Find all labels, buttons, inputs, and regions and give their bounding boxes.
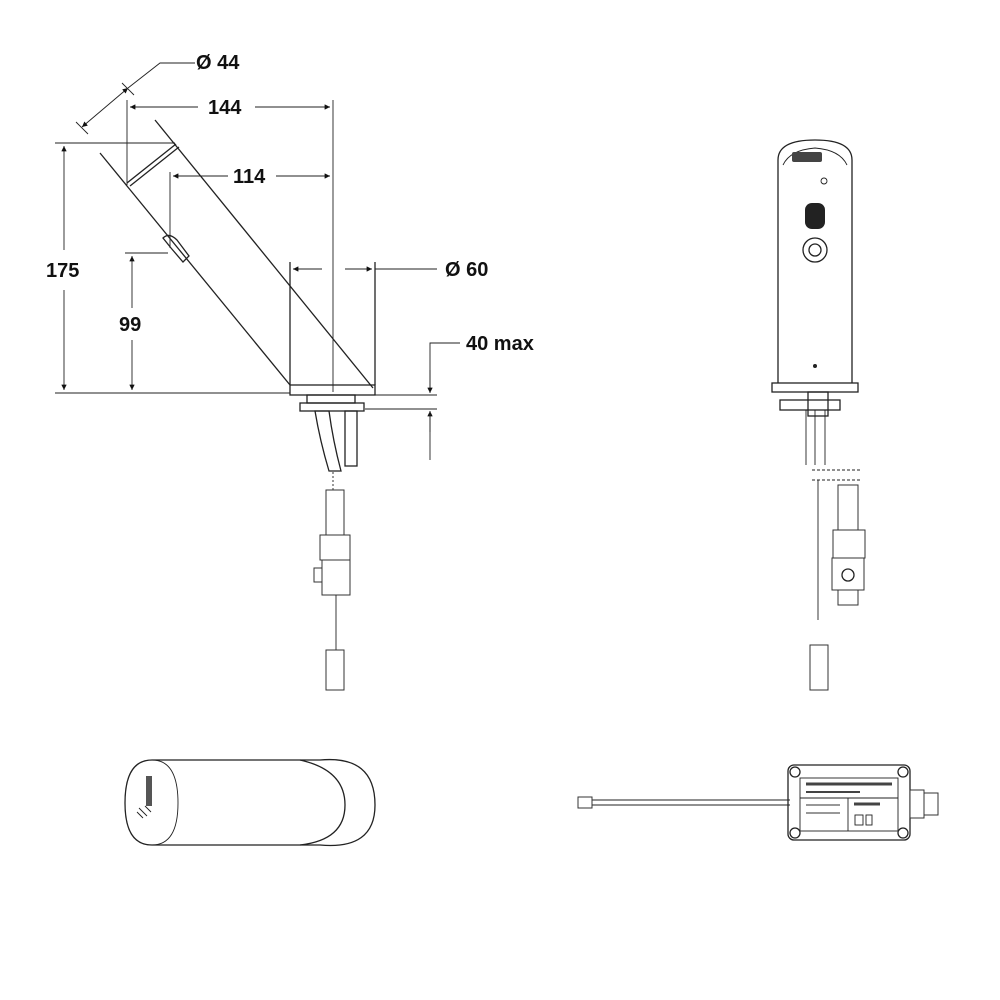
- front-view: [771, 139, 866, 691]
- dimension-lines: [55, 62, 460, 460]
- faucet-spout: [99, 119, 376, 396]
- indicator-strip: [792, 152, 822, 162]
- dim-height-outlet: 99: [119, 314, 141, 336]
- control-box: [577, 764, 939, 841]
- top-view: [124, 758, 376, 847]
- indicator-strip: [146, 776, 152, 806]
- dim-base-diameter: Ø 60: [445, 259, 488, 281]
- dim-height-overall: 175: [46, 260, 79, 282]
- dim-spout-diameter: Ø 44: [196, 52, 240, 74]
- sensor-icon: [136, 805, 152, 819]
- dim-deck-thickness: 40 max: [466, 333, 534, 355]
- sensor-icon: [162, 234, 190, 263]
- dim-reach-outlet: 114: [233, 166, 266, 188]
- dim-reach-overall: 144: [208, 97, 242, 119]
- product-label: [799, 777, 899, 832]
- sensor-window: [805, 203, 825, 229]
- side-supply-assembly: [299, 394, 365, 691]
- side-view: Ø 44 144 114 Ø 60 175 99 40 max: [46, 52, 534, 691]
- button-icon: [802, 237, 828, 263]
- base-plate: [289, 384, 376, 396]
